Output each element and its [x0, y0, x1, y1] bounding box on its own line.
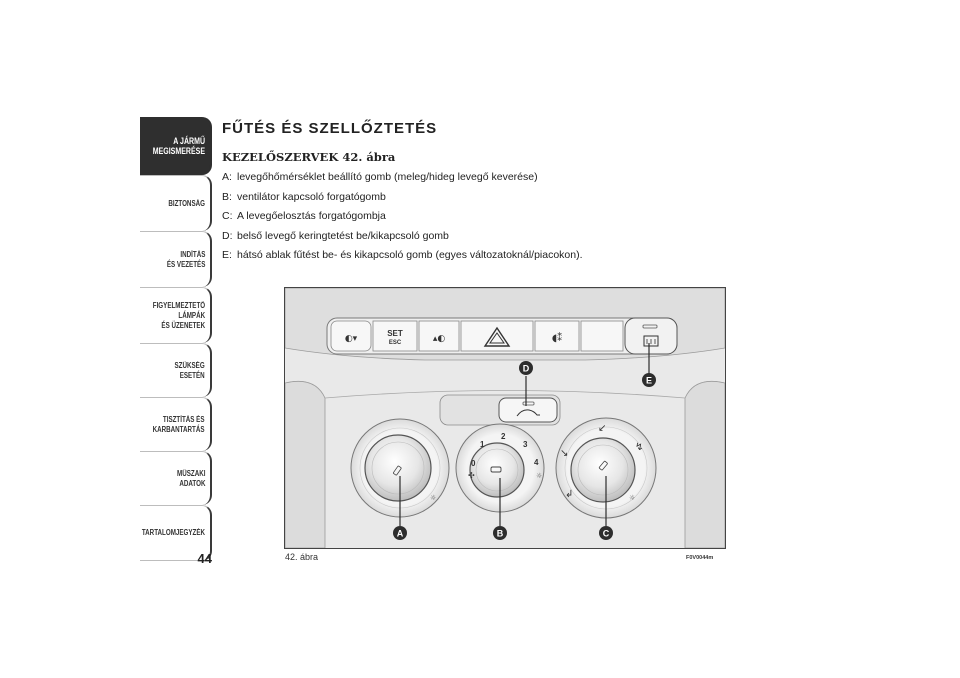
list-item: E: hátsó ablak fűtést be- és kikapcsoló … — [222, 246, 782, 266]
tab-tisztitas-es-karbantartas[interactable]: TISZTÍTÁS ÉS KARBANTARTÁS — [140, 397, 212, 451]
item-key: A: — [222, 171, 232, 183]
callout-label: B — [497, 529, 504, 539]
callout-label: E — [646, 376, 652, 386]
tab-label: A JÁRMŰ MEGISMERÉSE — [152, 136, 205, 156]
feet-defrost-icon: ↯ — [635, 442, 643, 453]
tab-label: MŰSZAKI ADATOK — [176, 468, 205, 488]
figure-code: F0V0044m — [686, 555, 714, 561]
item-key: D: — [222, 229, 233, 242]
fan-speed-1: 1 — [480, 440, 485, 449]
svg-text:◐▾: ◐▾ — [345, 334, 358, 344]
item-key: E: — [222, 249, 232, 261]
rear-defrost-led-icon — [642, 324, 658, 329]
recirculation-car-icon — [516, 409, 540, 417]
headlamp-up-button[interactable] — [418, 320, 460, 352]
callout-c: C — [599, 526, 613, 540]
section-subtitle: KEZELŐSZERVEK 42. ábra — [222, 150, 396, 164]
tab-szukseg-eseten[interactable]: SZÜKSÉG ESETÉN — [140, 343, 212, 397]
item-text: hátsó ablak fűtést be- és kikapcsoló gom… — [237, 249, 583, 261]
tab-label: INDÍTÁS ÉS VEZETÉS — [166, 249, 205, 269]
callout-e: E — [642, 373, 656, 387]
tab-jarmu-megismerese[interactable]: A JÁRMŰ MEGISMERÉSE — [140, 117, 212, 175]
headlamp-adjust-button[interactable] — [330, 320, 372, 352]
callout-d: D — [519, 361, 533, 375]
callout-b: B — [493, 526, 507, 540]
callout-label: C — [603, 529, 610, 539]
svg-text:☼: ☼ — [430, 494, 436, 502]
svg-text:▴◐: ▴◐ — [433, 334, 446, 344]
esc-label: ESC — [389, 340, 402, 346]
recirculation-led-icon — [522, 401, 535, 406]
dashboard-drawing: ◐▾ SET ESC ▴◐ ◖⁑ — [285, 288, 725, 548]
air-distribution-knob[interactable]: ↙ ↘ ↯ ↲ ☼ — [555, 417, 657, 519]
face-vent-icon: ↙ — [598, 423, 606, 434]
hazard-inner-icon — [489, 332, 505, 344]
face-feet-icon: ↘ — [560, 448, 568, 459]
fan-speed-0: 0 — [471, 459, 476, 468]
callout-a: A — [393, 526, 407, 540]
tab-biztonsag[interactable]: BIZTONSÁG — [140, 175, 212, 231]
hazard-triangle-icon — [483, 326, 511, 347]
callout-label: D — [523, 364, 530, 374]
fan-speed-3: 3 — [523, 440, 528, 449]
defrost-icon: ☼ — [536, 472, 542, 480]
blank-button — [580, 320, 624, 352]
item-key: C: — [222, 210, 233, 222]
set-label: SET — [387, 329, 403, 338]
feet-vent-icon: ↲ — [565, 489, 573, 500]
list-item: D: belső levegő keringtetést be/kikapcso… — [222, 227, 782, 247]
temperature-knob[interactable]: ☼ — [350, 418, 450, 518]
item-text: levegőhőmérséklet beállító gomb (meleg/h… — [237, 171, 538, 183]
tab-label: TISZTÍTÁS ÉS KARBANTARTÁS — [153, 414, 205, 434]
item-text: belső levegő keringtetést be/kikapcsoló … — [237, 229, 449, 242]
fog-lamp-button[interactable] — [534, 320, 580, 352]
tab-label: FIGYELMEZTETŐ LÁMPÁK ÉS ÜZENETEK — [152, 300, 205, 330]
tab-tartalomjegyzek[interactable]: TARTALOMJEGYZÉK — [140, 505, 212, 561]
climate-control-illustration: ◐▾ SET ESC ▴◐ ◖⁑ — [284, 287, 726, 549]
figure-caption: 42. ábra — [285, 552, 319, 562]
control-list: A: levegőhőmérséklet beállító gomb (mele… — [222, 168, 782, 266]
tab-label: TARTALOMJEGYZÉK — [141, 528, 205, 537]
list-item: B: ventilátor kapcsoló forgatógomb — [222, 188, 782, 208]
set-esc-button[interactable] — [372, 320, 418, 352]
list-item: C: A levegőelosztás forgatógombja — [222, 207, 782, 227]
tab-label: BIZTONSÁG — [168, 198, 205, 208]
list-item: A: levegőhőmérséklet beállító gomb (mele… — [222, 168, 782, 188]
fan-speed-knob[interactable]: 0 1 2 3 4 ✣ ☼ — [455, 423, 545, 513]
page-title: FŰTÉS ÉS SZELLŐZTETÉS — [222, 120, 438, 137]
item-text: A levegőelosztás forgatógombja — [237, 210, 386, 222]
callout-lines — [399, 343, 650, 526]
page-number: 44 — [197, 551, 212, 566]
fan-speed-4: 4 — [534, 458, 539, 467]
callout-label: A — [397, 529, 404, 539]
tab-muszaki-adatok[interactable]: MŰSZAKI ADATOK — [140, 451, 212, 505]
tab-figyelmezteto-lampak[interactable]: FIGYELMEZTETŐ LÁMPÁK ÉS ÜZENETEK — [140, 287, 212, 343]
fog-lamp-icon: ◖⁑ — [552, 331, 562, 344]
fan-icon: ✣ — [468, 471, 475, 480]
item-text: ventilátor kapcsoló forgatógomb — [237, 190, 386, 203]
windscreen-defrost-icon: ☼ — [629, 494, 635, 502]
tab-label: SZÜKSÉG ESETÉN — [174, 360, 205, 380]
top-button-row: ◐▾ SET ESC ▴◐ ◖⁑ — [330, 317, 678, 355]
item-key: B: — [222, 190, 232, 203]
rear-window-defrost-icon — [643, 335, 659, 347]
tab-inditas-es-vezetes[interactable]: INDÍTÁS ÉS VEZETÉS — [140, 231, 212, 287]
fan-speed-2: 2 — [501, 432, 506, 441]
